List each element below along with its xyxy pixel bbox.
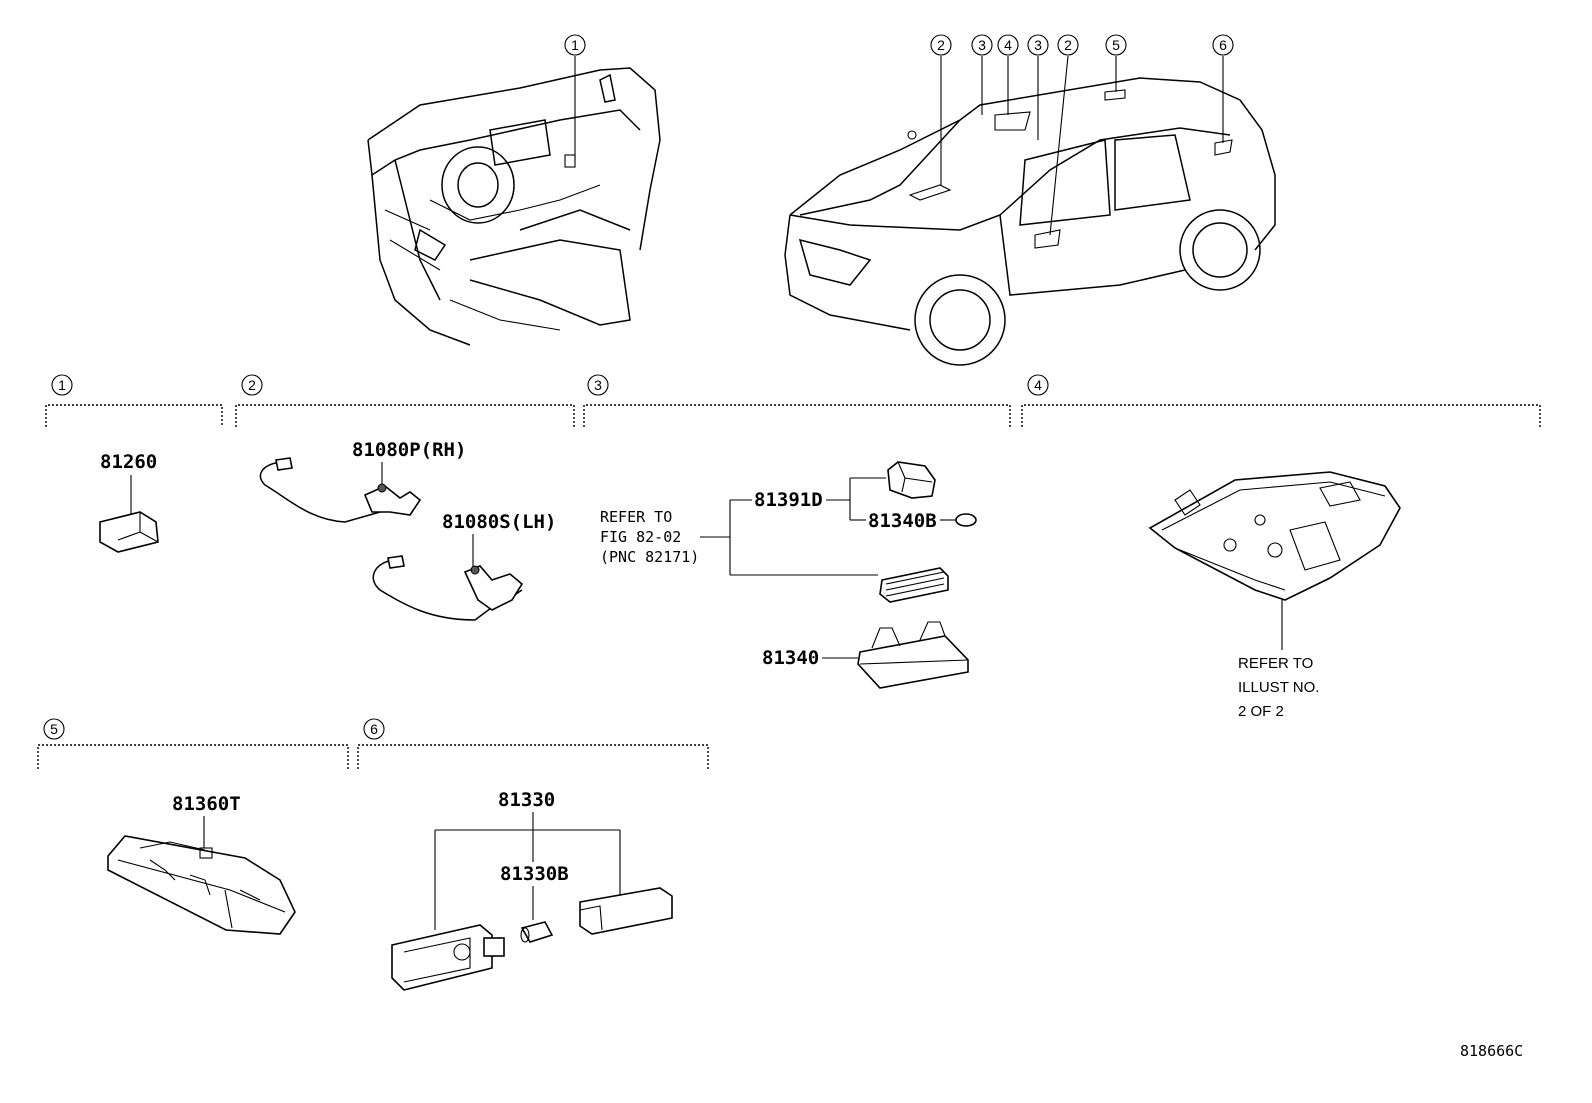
callout-car-5: 5 — [1105, 34, 1127, 56]
svg-text:2: 2 — [248, 377, 256, 393]
svg-text:6: 6 — [1219, 37, 1227, 53]
part-81080p-drawing — [259, 461, 419, 523]
callout-car-2b: 2 — [1057, 34, 1079, 56]
svg-text:3: 3 — [978, 37, 986, 53]
part-number-81260: 81260 — [100, 451, 157, 473]
svg-text:4: 4 — [1004, 37, 1012, 53]
part-number-81330: 81330 — [498, 789, 555, 811]
svg-text:5: 5 — [50, 721, 58, 737]
group-4-header: 4 — [1021, 374, 1541, 427]
callout-car-2a: 2 — [930, 34, 952, 56]
vehicle-illustration — [784, 77, 1276, 366]
illustration-id: 818666C — [1460, 1042, 1523, 1060]
part-81330-right-drawing — [579, 887, 673, 935]
svg-text:1: 1 — [58, 377, 66, 393]
part-81330b-bulb — [520, 921, 554, 943]
group-4-note-line-1: REFER TO — [1238, 655, 1313, 672]
part-number-81330b: 81330B — [500, 863, 569, 885]
svg-text:2: 2 — [937, 37, 945, 53]
svg-text:3: 3 — [594, 377, 602, 393]
svg-text:6: 6 — [370, 721, 378, 737]
group-2-header: 2 — [235, 374, 575, 427]
group-2-parts: 81080P(RH) 81080S(LH) — [259, 439, 556, 621]
part-number-81391d: 81391D — [754, 489, 823, 511]
group-4-note-line-2: ILLUST NO. — [1238, 679, 1319, 696]
part-number-81340: 81340 — [762, 647, 819, 669]
group-3-parts: REFER TO FIG 82-02 (PNC 82171) 81391D 81… — [600, 461, 977, 689]
group-3-note-line-1: REFER TO — [600, 508, 672, 526]
group-6-parts: 81330 81330B — [391, 789, 673, 991]
part-81360t-drawing — [107, 835, 296, 935]
group-1-header: 1 — [45, 374, 223, 427]
svg-text:1: 1 — [571, 37, 579, 53]
group-1-parts: 81260 — [99, 451, 159, 553]
svg-text:2: 2 — [1064, 37, 1072, 53]
svg-text:4: 4 — [1034, 377, 1042, 393]
callout-car-3b: 3 — [1027, 34, 1049, 56]
part-number-81080p: 81080P(RH) — [352, 439, 466, 461]
group-6-header: 6 — [357, 718, 709, 769]
svg-text:3: 3 — [1034, 37, 1042, 53]
part-81391d-drawing — [887, 461, 936, 499]
part-number-81360t: 81360T — [172, 793, 241, 815]
part-81330-left-drawing — [391, 924, 493, 991]
overview-callouts: 1 2 3 4 3 2 5 6 — [564, 34, 1234, 56]
callout-car-6: 6 — [1212, 34, 1234, 56]
dashboard-illustration — [367, 67, 661, 346]
part-81340b-bulb — [955, 513, 977, 527]
callout-car-3a: 3 — [971, 34, 993, 56]
group-3-note-line-2: FIG 82-02 — [600, 528, 681, 546]
overview-leader-lines — [574, 55, 1224, 236]
group-5-header: 5 — [37, 718, 349, 769]
group-5-parts: 81360T — [107, 793, 296, 935]
svg-text:5: 5 — [1112, 37, 1120, 53]
part-81080s-drawing — [372, 559, 523, 621]
callout-1-dashboard: 1 — [564, 34, 586, 56]
part-81260-drawing — [99, 511, 159, 553]
part-number-81080s: 81080S(LH) — [442, 511, 556, 533]
group-4-parts: REFER TO ILLUST NO. 2 OF 2 — [1148, 471, 1401, 720]
group-4-note-line-3: 2 OF 2 — [1238, 703, 1284, 720]
part-number-81340b: 81340B — [868, 510, 937, 532]
callout-car-4: 4 — [997, 34, 1019, 56]
group-3-note-line-3: (PNC 82171) — [600, 548, 699, 566]
group-3-header: 3 — [583, 374, 1011, 427]
